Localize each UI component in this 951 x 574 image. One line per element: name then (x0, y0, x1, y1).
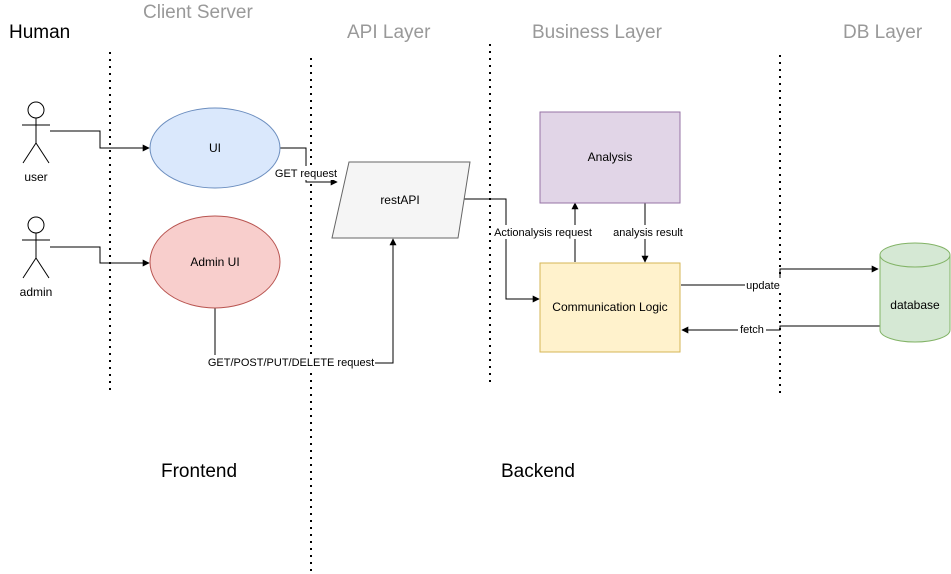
communication-logic-node-label: Communication Logic (552, 300, 667, 314)
update-label-bg (745, 278, 781, 292)
action-analysis-label-bg (494, 225, 592, 239)
admin-actor-label: admin (20, 285, 53, 299)
section-title-backend: Backend (501, 461, 575, 482)
user-actor-label: user (24, 170, 47, 184)
admin-ui-node[interactable] (149, 215, 281, 309)
restapi-node-label: restAPI (380, 193, 419, 207)
edge-user-to-ui (50, 130, 150, 152)
analysis-node[interactable] (539, 111, 681, 204)
user-actor-icon (22, 101, 50, 164)
edge-label-fetch: fetch (740, 324, 764, 336)
edge-label-action-analysis-request: Actionalysis request (494, 227, 592, 239)
lane-title-client-server: Client Server (143, 2, 253, 23)
communication-logic-node[interactable] (539, 262, 681, 353)
edge-label-update: update (746, 280, 780, 292)
section-title-frontend: Frontend (161, 461, 237, 482)
edge-logic-to-database (681, 265, 879, 286)
lane-title-api-layer: API Layer (347, 22, 431, 43)
edge-admin-to-admin-ui (50, 246, 150, 267)
analysis-result-label-bg (612, 225, 684, 239)
lane-title-db-layer: DB Layer (843, 22, 923, 43)
admin-actor-icon (22, 216, 50, 279)
fetch-label-bg (738, 323, 766, 337)
lane-title-human: Human (9, 22, 70, 43)
restapi-node[interactable] (331, 161, 471, 239)
edge-label-crud-request: GET/POST/PUT/DELETE request (208, 357, 374, 369)
crud-request-label-bg (207, 355, 375, 369)
edge-label-get-request: GET request (275, 168, 337, 180)
edge-ui-to-restapi (280, 147, 338, 186)
edge-label-analysis-result: analysis result (613, 227, 683, 239)
edge-database-to-logic (681, 325, 880, 334)
ui-node[interactable] (149, 107, 281, 189)
database-node[interactable] (879, 242, 951, 343)
admin-ui-node-label: Admin UI (190, 255, 239, 269)
ui-node-label: UI (209, 141, 221, 155)
lane-title-business-layer: Business Layer (532, 22, 663, 43)
analysis-node-label: Analysis (588, 150, 633, 164)
edge-restapi-to-logic (458, 198, 540, 303)
get-request-label-bg (274, 166, 338, 180)
database-node-label: database (890, 298, 940, 312)
